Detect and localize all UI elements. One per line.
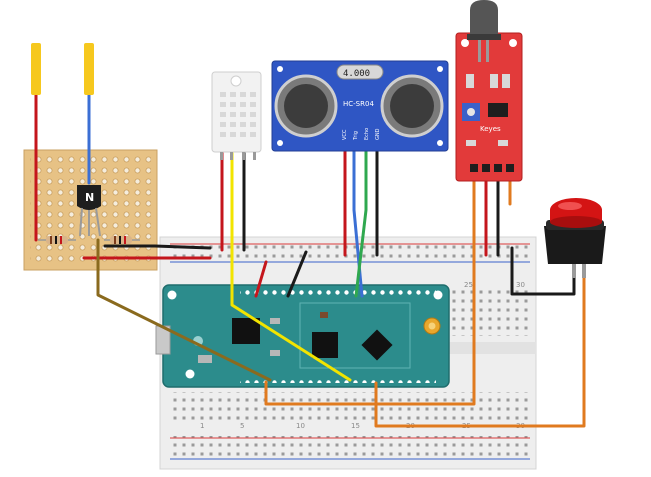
sensor-model-label: HC-SR04 — [343, 100, 374, 108]
header-pins-bottom — [240, 376, 436, 383]
smd-component — [466, 74, 474, 88]
flame-sensor: Keyes — [455, 0, 523, 182]
wire-green — [354, 148, 368, 298]
lead-tip-yellow — [84, 43, 94, 95]
chip — [361, 329, 393, 361]
wire-yellow — [230, 151, 352, 382]
column-number: 30 — [516, 281, 525, 289]
wire-black — [103, 244, 212, 250]
smd-component — [270, 318, 280, 324]
wire-orange — [374, 273, 586, 428]
wire-black — [286, 250, 308, 298]
breadboard-lower-terminals — [170, 392, 530, 420]
column-number: 5 — [240, 422, 244, 430]
wire-red — [254, 260, 268, 298]
arduino-board — [155, 284, 450, 388]
smd-component — [490, 74, 498, 88]
smd-component — [502, 74, 510, 88]
pin-label: GND — [375, 128, 381, 140]
mounting-hole — [185, 369, 195, 379]
breadboard-upper-terminals — [446, 290, 530, 336]
crystal-oscillator — [336, 64, 384, 80]
resistor — [104, 236, 140, 244]
transistor: N — [77, 185, 101, 237]
brand-label: Keyes — [480, 125, 501, 133]
resistor — [38, 236, 76, 244]
flame-led — [470, 0, 498, 38]
column-number: 25 — [464, 281, 473, 289]
mounting-hole — [230, 75, 242, 87]
chip — [312, 332, 338, 358]
power-leads — [31, 43, 94, 95]
pin-label: VCC — [342, 129, 348, 140]
wires — [34, 91, 586, 428]
wire-brown — [96, 238, 272, 382]
smd-component — [498, 140, 508, 146]
chip — [232, 318, 260, 344]
pin-label: Echo — [364, 128, 370, 140]
pin-label: Trig — [353, 131, 359, 141]
column-number: 1 — [200, 422, 204, 430]
crystal-label: 4.000 — [343, 69, 370, 79]
dht-sensor — [211, 71, 262, 160]
push-button — [544, 198, 606, 278]
smd-component — [466, 140, 476, 146]
breadboard-bottom-rail — [170, 436, 530, 458]
breadboard-top-rail — [170, 241, 530, 263]
transistor-mark: N — [85, 191, 94, 204]
column-number: 10 — [296, 422, 305, 430]
wire-black — [510, 246, 576, 296]
smd-component — [270, 350, 280, 356]
header-pins-top — [240, 290, 436, 297]
ultrasonic-sensor: 4.000 HC-SR04 VCC Trig Echo GND — [271, 60, 449, 152]
column-number: 15 — [351, 422, 360, 430]
smd-component — [320, 312, 328, 318]
smd-component — [198, 355, 212, 363]
mounting-hole — [167, 290, 177, 300]
lead-tip-yellow — [31, 43, 41, 95]
wire-orange — [264, 178, 476, 406]
chip — [488, 103, 508, 117]
